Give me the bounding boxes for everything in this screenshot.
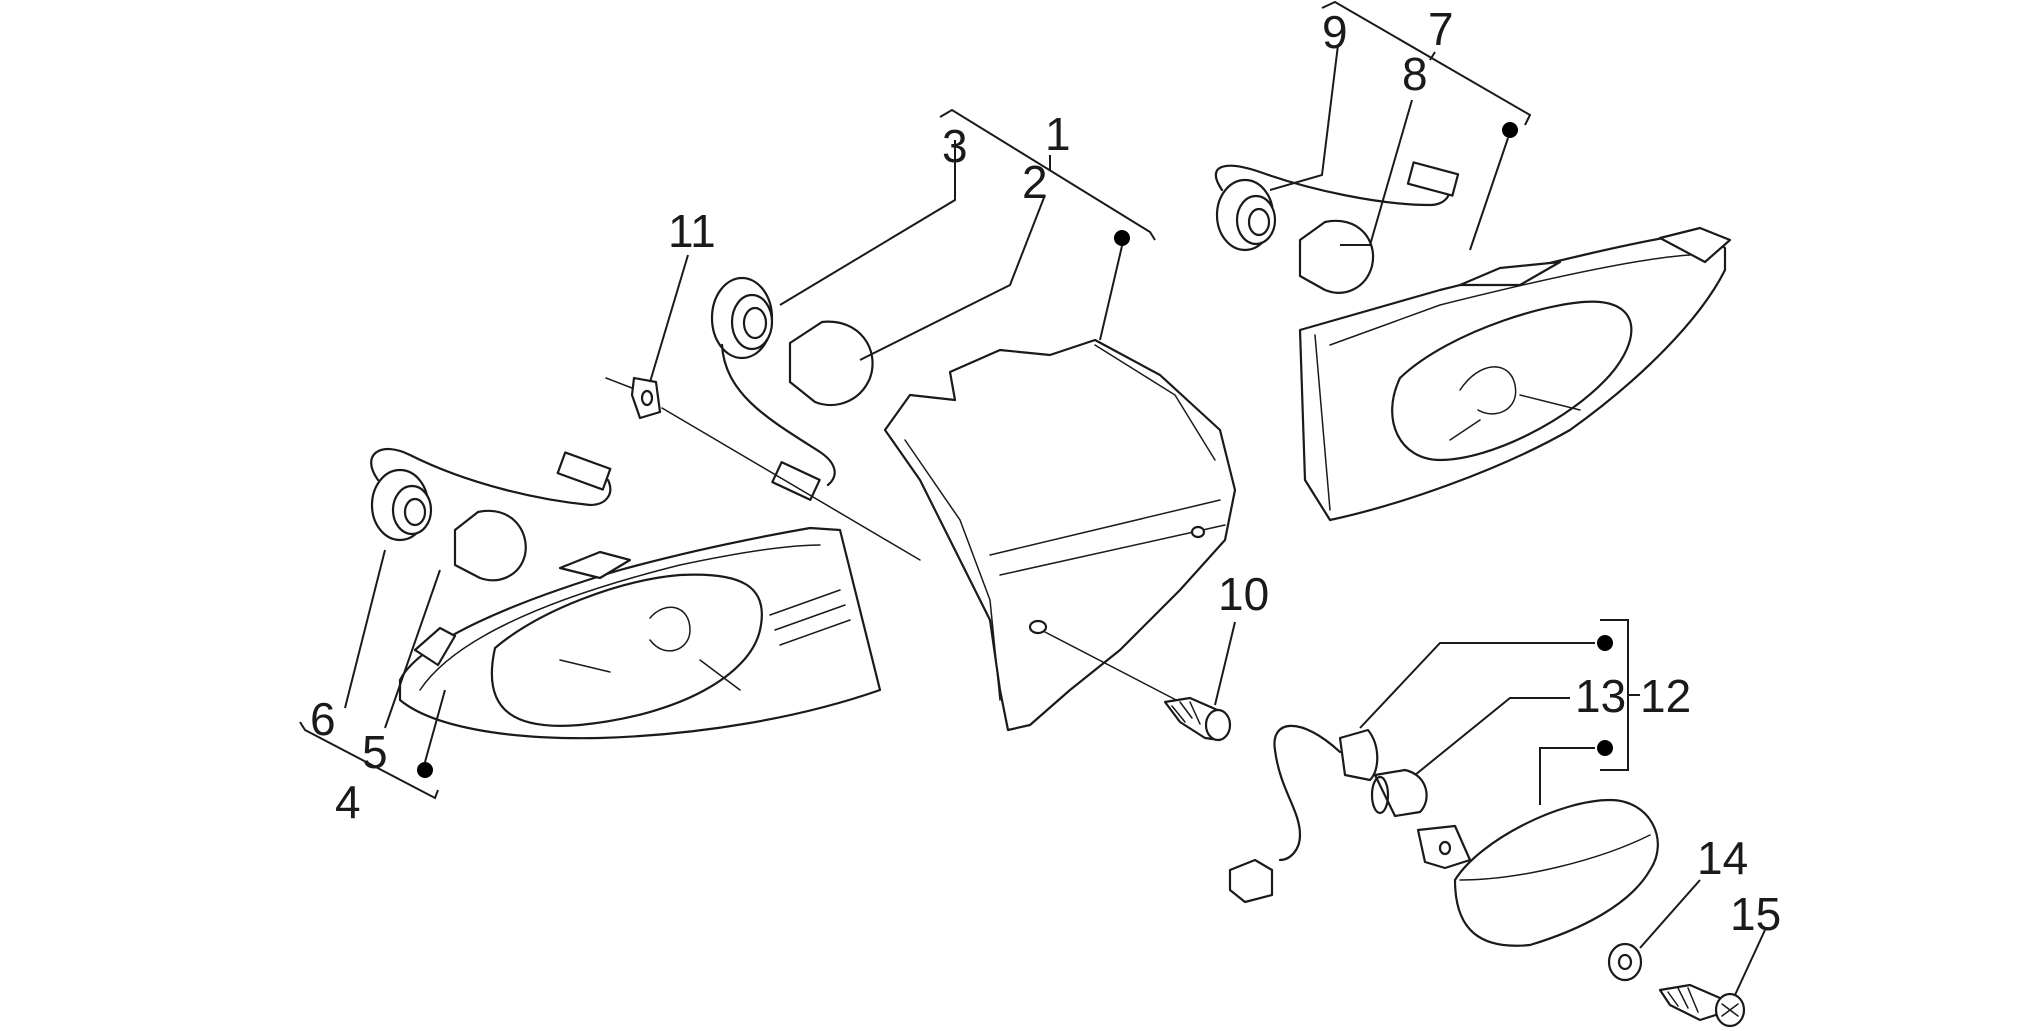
label-4: 4 [335, 776, 361, 828]
plate-light-socket [1228, 724, 1379, 904]
label-6: 6 [310, 693, 336, 745]
plate-light-clip [1416, 824, 1472, 870]
leader-group-1 [779, 108, 1156, 361]
label-14: 14 [1697, 832, 1748, 884]
label-10: 10 [1218, 568, 1269, 620]
label-13: 13 [1575, 670, 1626, 722]
label-5: 5 [362, 726, 388, 778]
center-bulb [788, 320, 874, 407]
left-bulb [453, 509, 527, 582]
right-bulb-socket [1214, 161, 1460, 252]
screw-10 [1044, 631, 1232, 742]
right-tail-light [1298, 226, 1732, 522]
leader-group-7 [1269, 0, 1532, 251]
label-3: 3 [942, 120, 968, 172]
leader-15 [1734, 929, 1766, 996]
leader-11 [649, 254, 689, 383]
label-7: 7 [1428, 3, 1454, 55]
right-bulb [1298, 219, 1375, 294]
left-bulb-socket [370, 447, 612, 542]
leader-group-12 [1359, 619, 1640, 805]
label-9: 9 [1322, 6, 1348, 58]
label-2: 2 [1022, 156, 1048, 208]
label-12: 12 [1640, 670, 1691, 722]
leader-10 [1214, 621, 1236, 706]
washer-14 [1607, 942, 1643, 982]
label-11: 11 [668, 205, 716, 257]
rear-cover-housing [883, 338, 1237, 732]
left-tail-light [398, 526, 882, 740]
label-8: 8 [1402, 48, 1428, 100]
leader-group-4 [299, 549, 446, 800]
screw-15 [1658, 983, 1746, 1028]
plate-light-lens [1453, 798, 1659, 947]
center-clip [605, 376, 921, 561]
label-15: 15 [1730, 888, 1781, 940]
plate-light-bulb [1370, 768, 1428, 818]
center-bulb-socket [710, 276, 836, 501]
leader-14 [1639, 879, 1701, 949]
label-1: 1 [1045, 108, 1071, 160]
